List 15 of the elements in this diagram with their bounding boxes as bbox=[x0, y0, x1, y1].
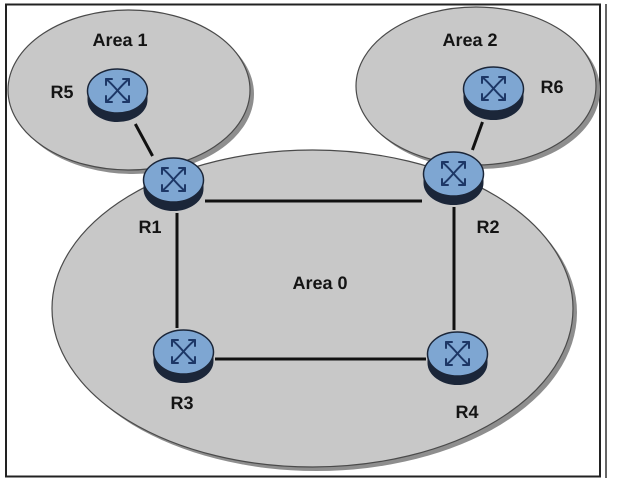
area-label: Area 2 bbox=[442, 31, 498, 49]
router-label: R6 bbox=[540, 78, 564, 96]
router-label: R1 bbox=[138, 218, 162, 236]
router-label: R5 bbox=[50, 83, 74, 101]
link-line bbox=[176, 213, 178, 328]
area-label: Area 0 bbox=[292, 274, 348, 292]
area-label: Area 1 bbox=[92, 31, 148, 49]
link-line bbox=[215, 358, 426, 360]
link-line bbox=[205, 200, 422, 202]
link-line bbox=[452, 207, 456, 330]
router-label: R3 bbox=[170, 394, 194, 412]
router-label: R2 bbox=[476, 218, 500, 236]
router-label: R4 bbox=[456, 403, 478, 421]
link-line bbox=[134, 123, 154, 157]
link-line bbox=[470, 122, 484, 150]
